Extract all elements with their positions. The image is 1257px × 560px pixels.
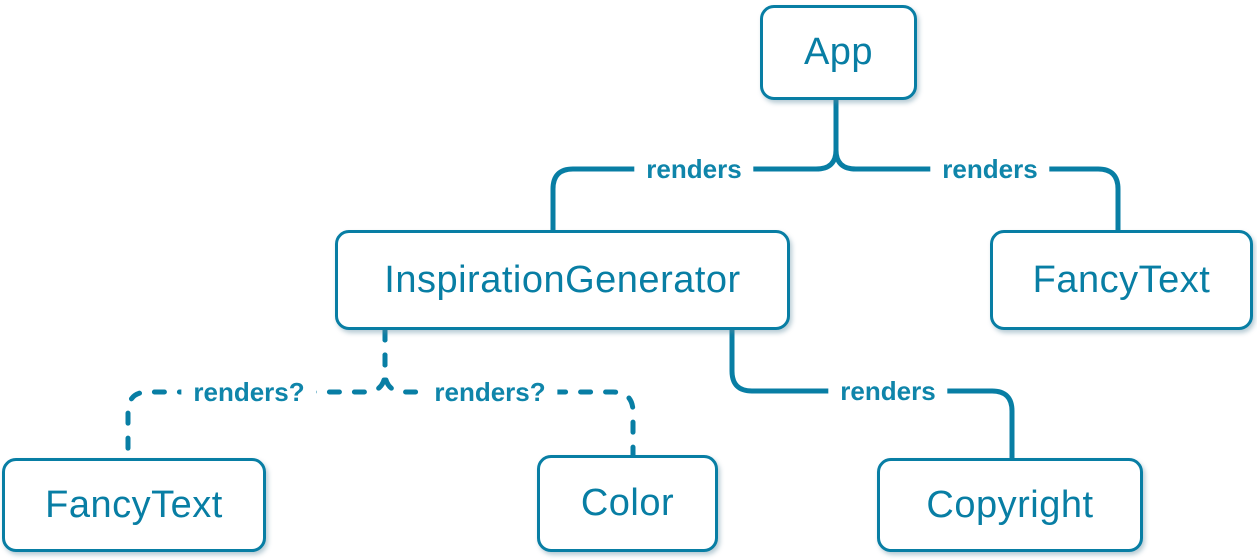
node-color-label: Color [580, 482, 675, 524]
edge-label-renders-left: renders [634, 154, 754, 184]
node-inspiration-generator: InspirationGenerator [335, 230, 790, 330]
edge-label-renders-maybe-right: renders? [422, 377, 558, 407]
node-fancy-text-top-right-label: FancyText [1032, 258, 1211, 301]
node-app-label: App [803, 31, 874, 73]
edge-label-renders-maybe-left: renders? [181, 377, 317, 407]
node-fancy-text-top-right: FancyText [990, 230, 1253, 330]
node-app: App [760, 5, 917, 100]
node-inspiration-generator-label: InspirationGenerator [384, 258, 741, 301]
node-fancy-text-bottom-left-label: FancyText [45, 483, 223, 526]
node-copyright: Copyright [877, 458, 1143, 552]
node-fancy-text-bottom-left: FancyText [2, 458, 266, 552]
node-copyright-label: Copyright [926, 483, 1094, 526]
edge-label-renders-copyright: renders [828, 376, 948, 406]
node-color: Color [537, 455, 718, 552]
edge-label-renders-right: renders [930, 154, 1050, 184]
